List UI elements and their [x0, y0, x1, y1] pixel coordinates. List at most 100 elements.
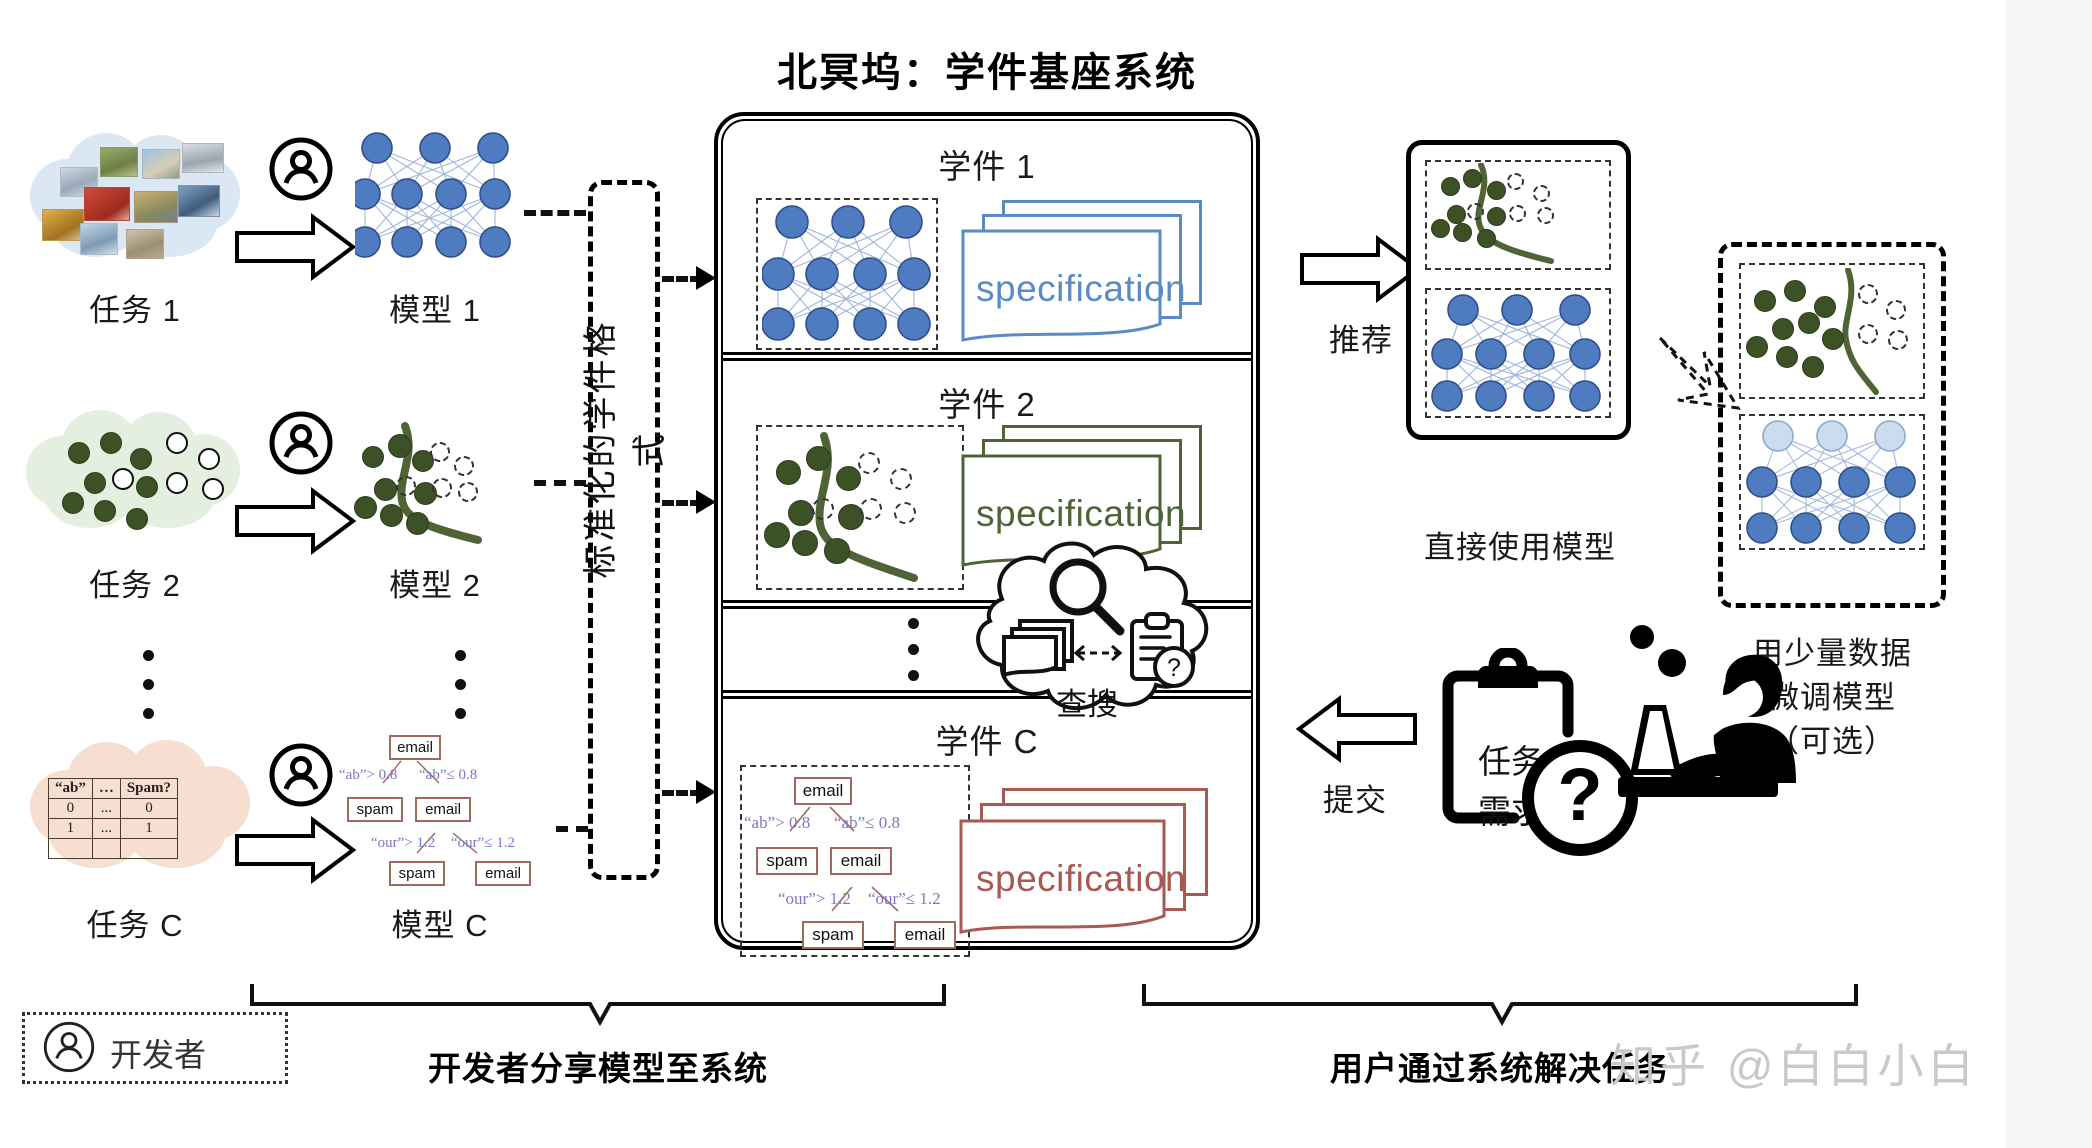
- table-cell: 1: [48, 818, 93, 839]
- right-bracket: [1142, 984, 1858, 1026]
- table-row: [48, 838, 179, 859]
- block-arrow-right-task2: [235, 487, 357, 555]
- lw-tree-edge-label-1: “ab”> 0.8: [744, 813, 811, 832]
- watermark: 知乎 @白白小白: [1610, 1040, 1978, 1092]
- connector-modelc: [556, 826, 588, 832]
- tree-edge-label-1: “ab”> 0.8: [339, 767, 398, 783]
- question-mark-icon: ?: [1522, 740, 1638, 856]
- direct-use-caption: 直接使用模型: [1424, 530, 1616, 565]
- arrowhead-3: [696, 780, 716, 804]
- lw-tree-edge-label-4: “our”≤ 1.2: [868, 889, 941, 908]
- bottom-caption-left: 开发者分享模型至系统: [428, 1050, 768, 1087]
- question-glyph: ?: [1557, 753, 1602, 836]
- tree-edge-label-4: “our”≤ 1.2: [451, 835, 516, 851]
- finetune-neural-network: [1744, 418, 1922, 546]
- lw-tree-node-root: email: [794, 777, 852, 805]
- system-divider-2: [721, 358, 1253, 361]
- model-1-neural-network: [355, 130, 515, 260]
- model-c-label: 模型 C: [391, 908, 489, 943]
- model-2-scatter: [350, 420, 530, 550]
- svg-text:?: ?: [1167, 654, 1181, 682]
- learnware-2-specification: specification: [960, 425, 1210, 570]
- model-c-decision-tree: email “ab”> 0.8 “ab”≤ 0.8 spam email “ou…: [339, 735, 555, 890]
- block-arrow-right-taskc: [235, 816, 357, 884]
- learnware-c-decision-tree: email “ab”> 0.8 “ab”≤ 0.8 spam email “ou…: [744, 775, 962, 950]
- tasks-ellipsis: [143, 650, 154, 730]
- search-cloud: ? 查搜: [942, 537, 1232, 725]
- system-divider-4: [721, 606, 1253, 609]
- connector-system-2: [662, 500, 702, 506]
- finetune-nn-box: [1739, 414, 1925, 550]
- models-ellipsis: [455, 650, 466, 730]
- direct-use-scatter-box: [1425, 160, 1611, 270]
- connector-system-1: [662, 276, 702, 282]
- learnware-system-inner-border: [721, 119, 1253, 943]
- system-divider-5: [721, 690, 1253, 693]
- person-icon-2: [269, 411, 333, 475]
- direct-use-scatter: [1429, 163, 1609, 267]
- recommend-label: 推荐: [1329, 323, 1393, 358]
- model-1-label: 模型 1: [389, 293, 481, 328]
- task-c-table: “ab” … Spam? 0 ... 0 1 ... 1: [48, 778, 179, 859]
- table-cell: ...: [91, 818, 121, 839]
- finetune-box: [1718, 242, 1946, 608]
- connector-system-3: [662, 790, 702, 796]
- table-header-cell: Spam?: [119, 778, 179, 799]
- page-title: 北冥坞：学件基座系统: [777, 51, 1197, 95]
- bottom-caption-right: 用户通过系统解决任务: [1330, 1050, 1670, 1087]
- connector-model1: [524, 210, 586, 216]
- lw-tree-edge-label-3: “our”> 1.2: [778, 889, 851, 908]
- finetune-caption-line1: 用少量数据: [1752, 636, 1912, 671]
- person-icon-legend: [43, 1021, 95, 1073]
- clipboard-icon: [1442, 648, 1574, 824]
- search-cloud-label: 查搜: [1056, 687, 1118, 722]
- person-icon: [269, 137, 333, 201]
- standard-format-label: 标准化的学件格式: [582, 319, 669, 579]
- task-1-cloud: [30, 133, 240, 259]
- table-header-cell: “ab”: [48, 778, 93, 799]
- learnware-1-model-box: [756, 198, 938, 350]
- learnware-c-title: 学件 C: [935, 723, 1039, 760]
- task-1-label: 任务 1: [89, 293, 181, 328]
- learnware-1-spec-label: specification: [976, 268, 1187, 309]
- learnware-1-specification: specification: [960, 200, 1210, 345]
- table-header-cell: …: [91, 778, 121, 799]
- lw-tree-node-email-2: email: [830, 847, 892, 875]
- lw-tree-node-spam-1: spam: [756, 847, 818, 875]
- table-row: 1 ... 1: [48, 818, 179, 839]
- tree-node-root: email: [389, 735, 441, 760]
- lw-tree-node-email-3: email: [894, 921, 956, 949]
- system-divider-6: [721, 696, 1253, 699]
- system-divider-1: [721, 352, 1253, 355]
- learnware-ellipsis: [908, 618, 919, 686]
- block-arrow-right-task1: [235, 213, 357, 281]
- tree-node-email-3: email: [475, 861, 531, 886]
- table-cell: ...: [91, 798, 121, 819]
- arrowhead-2: [696, 490, 716, 514]
- tree-node-spam-2: spam: [389, 861, 445, 886]
- table-row: 0 ... 0: [48, 798, 179, 819]
- block-arrow-right-recommend: [1300, 235, 1422, 303]
- finetune-caption-line2: 微调模型: [1768, 680, 1896, 715]
- connector-model2: [534, 480, 586, 486]
- lw-tree-node-spam-2: spam: [802, 921, 864, 949]
- standard-format-box: [588, 180, 660, 880]
- submit-label: 提交: [1323, 783, 1387, 818]
- system-divider-3: [721, 600, 1253, 603]
- model-2-label: 模型 2: [389, 568, 481, 603]
- tree-node-email-2: email: [415, 797, 471, 822]
- lw-tree-edge-label-2: “ab”≤ 0.8: [834, 813, 900, 832]
- learnware-2-spec-label: specification: [976, 493, 1187, 534]
- tree-edge-label-2: “ab”≤ 0.8: [419, 767, 478, 783]
- block-arrow-left-submit: [1295, 695, 1417, 763]
- arrowhead-1: [696, 266, 716, 290]
- table-cell: 1: [119, 818, 179, 839]
- dashed-arrow-icon: [1658, 336, 1741, 410]
- direct-use-nn-box: [1425, 288, 1611, 418]
- table-cell: 0: [119, 798, 179, 819]
- person-icon-3: [269, 743, 333, 807]
- tree-edge-label-3: “our”> 1.2: [371, 835, 436, 851]
- table-cell: 0: [48, 798, 93, 819]
- direct-use-neural-network: [1429, 292, 1607, 414]
- learnware-2-title: 学件 2: [938, 386, 1036, 423]
